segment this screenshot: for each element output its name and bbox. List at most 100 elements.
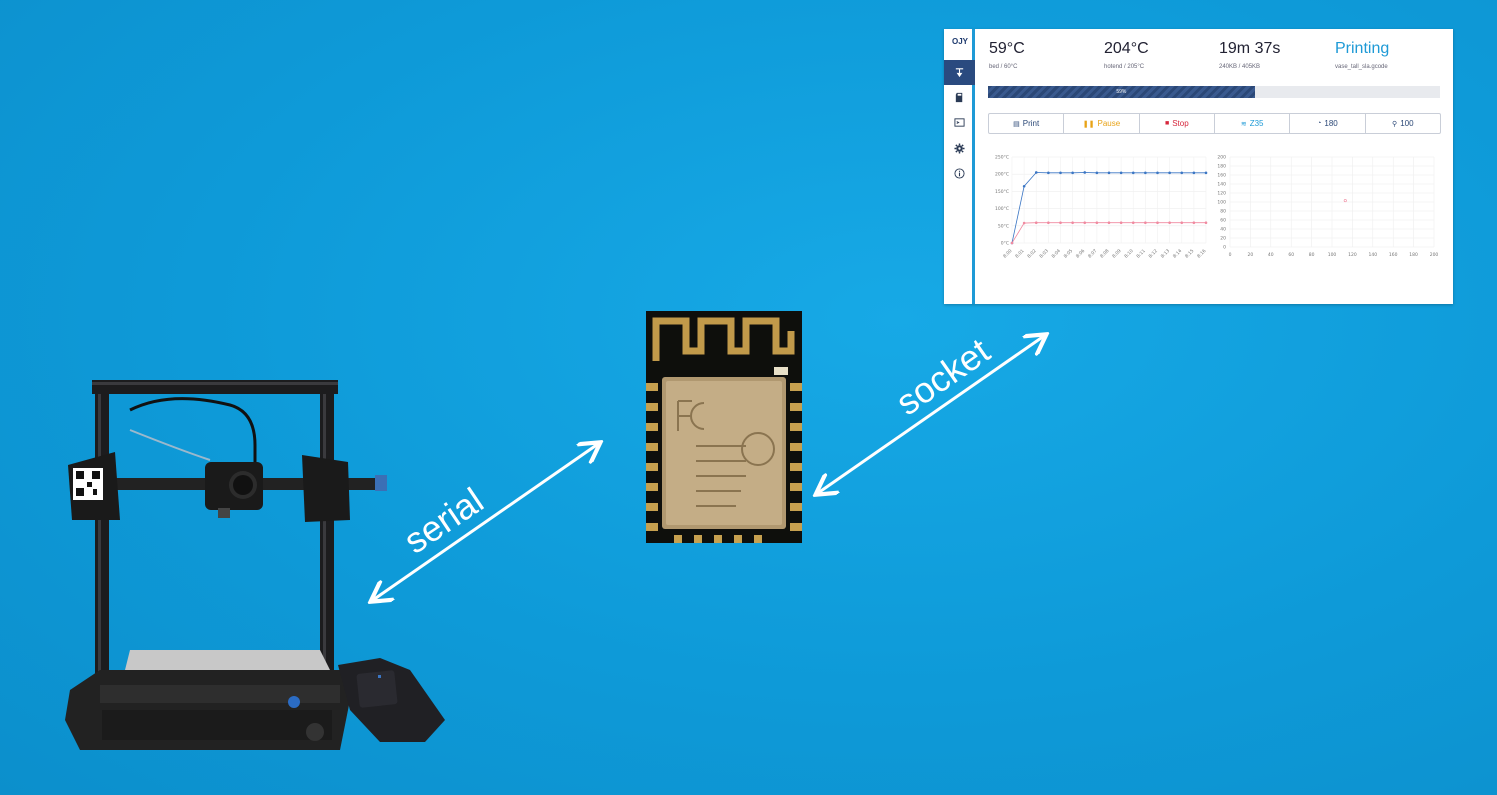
data-point xyxy=(1059,171,1062,175)
button-label: 100 xyxy=(1400,119,1414,128)
data-point xyxy=(1034,221,1038,225)
gear-icon xyxy=(954,143,965,154)
x-tick-label: 0 xyxy=(1229,252,1232,258)
esp8266-wifi-module-image xyxy=(646,311,802,543)
x-tick-label: 40 xyxy=(1268,252,1274,258)
y-tick-label: 80 xyxy=(1220,209,1226,215)
pause-icon: ❚❚ xyxy=(1082,120,1095,128)
fan-icon: ⚲ xyxy=(1392,120,1398,128)
progress-fill xyxy=(988,86,1255,98)
x-tick-label: 8:13 xyxy=(1160,248,1171,259)
sidebar-item-info[interactable] xyxy=(944,161,975,186)
data-point xyxy=(1022,184,1026,188)
x-tick-label: 8:14 xyxy=(1172,248,1183,259)
180-button[interactable]: ◔180 xyxy=(1290,114,1366,133)
data-point xyxy=(1144,221,1147,225)
stat-status: Printing vase_tall_sla.gcode xyxy=(1335,40,1389,70)
print-button[interactable]: ▤Print xyxy=(989,114,1065,133)
y-tick-label: 200 xyxy=(1217,155,1226,161)
y-tick-label: 180 xyxy=(1217,164,1226,170)
data-point xyxy=(1192,221,1196,225)
sidebar-item-printer[interactable] xyxy=(944,60,975,85)
data-point xyxy=(1343,199,1347,203)
data-point xyxy=(1192,171,1196,175)
x-tick-label: 8:16 xyxy=(1196,248,1207,259)
y-tick-label: 0°C xyxy=(1001,241,1009,247)
stop-icon: ■ xyxy=(1164,120,1170,127)
data-point xyxy=(1095,171,1099,175)
y-tick-label: 40 xyxy=(1220,227,1226,233)
socket-arrow xyxy=(818,336,1044,493)
data-point xyxy=(1119,221,1123,225)
x-tick-label: 8:07 xyxy=(1087,248,1098,259)
button-label: Stop xyxy=(1172,119,1189,128)
data-point xyxy=(1022,221,1026,225)
x-tick-label: 8:11 xyxy=(1135,248,1146,259)
data-point xyxy=(1047,171,1050,175)
x-tick-label: 160 xyxy=(1389,252,1398,258)
x-tick-label: 8:02 xyxy=(1026,248,1037,259)
control-button-bar: ▤Print❚❚Pause■Stop≋Z35◔180⚲100 xyxy=(988,113,1441,134)
data-point xyxy=(1095,221,1099,225)
data-point xyxy=(1180,171,1184,175)
data-point xyxy=(1168,171,1171,175)
printer-dashboard-screenshot: OJY 59°C bed / 60°C 204°C hotend / 205°C… xyxy=(944,29,1453,304)
button-label: Pause xyxy=(1097,119,1121,128)
x-tick-label: 20 xyxy=(1248,252,1254,258)
data-point xyxy=(1059,221,1062,225)
data-point xyxy=(1119,171,1123,175)
hotend-temp-value: 204°C xyxy=(1104,40,1149,57)
button-label: Z35 xyxy=(1249,119,1264,128)
pause-button[interactable]: ❚❚Pause xyxy=(1064,114,1140,133)
x-tick-label: 8:03 xyxy=(1038,248,1049,259)
stat-bed: 59°C bed / 60°C xyxy=(989,40,1025,70)
data-point xyxy=(1131,171,1135,175)
z35-button[interactable]: ≋Z35 xyxy=(1215,114,1291,133)
data-point xyxy=(1168,221,1171,225)
stat-time: 19m 37s 240KB / 405KB xyxy=(1219,40,1280,70)
data-point xyxy=(1010,241,1014,245)
y-tick-label: 160 xyxy=(1217,173,1226,179)
y-tick-label: 50°C xyxy=(998,223,1009,229)
x-tick-label: 8:05 xyxy=(1063,248,1074,259)
data-point xyxy=(1204,171,1208,175)
sidebar-item-terminal[interactable] xyxy=(944,110,975,135)
100-button[interactable]: ⚲100 xyxy=(1366,114,1440,133)
hotend-temp-sub: hotend / 205°C xyxy=(1104,64,1145,70)
x-tick-label: 180 xyxy=(1409,252,1418,258)
stop-button[interactable]: ■Stop xyxy=(1140,114,1215,133)
data-point xyxy=(1144,171,1147,175)
speed-icon: ◔ xyxy=(1317,120,1322,127)
button-label: Print xyxy=(1022,119,1040,128)
info-icon xyxy=(954,168,965,179)
file-progress-sub: 240KB / 405KB xyxy=(1219,64,1261,70)
data-point xyxy=(1071,171,1074,175)
y-tick-label: 60 xyxy=(1220,218,1226,224)
printer-icon xyxy=(955,68,964,78)
data-point xyxy=(1071,221,1074,225)
layers-icon: ≋ xyxy=(1240,120,1247,128)
y-tick-label: 250°C xyxy=(995,155,1009,161)
x-tick-label: 140 xyxy=(1369,252,1378,258)
x-tick-label: 120 xyxy=(1348,252,1357,258)
x-tick-label: 80 xyxy=(1309,252,1315,258)
x-tick-label: 200 xyxy=(1430,252,1439,258)
print-status-value: Printing xyxy=(1335,40,1390,57)
x-tick-label: 8:06 xyxy=(1075,248,1086,259)
y-tick-label: 120 xyxy=(1217,191,1226,197)
sidebar-item-sd[interactable] xyxy=(944,85,975,110)
y-tick-label: 0 xyxy=(1223,245,1226,251)
data-point xyxy=(1131,221,1135,225)
x-tick-label: 8:15 xyxy=(1184,248,1195,259)
file-name-sub: vase_tall_sla.gcode xyxy=(1335,64,1388,70)
y-tick-label: 200°C xyxy=(995,172,1009,178)
x-tick-label: 8:04 xyxy=(1051,248,1062,259)
sidebar-item-settings[interactable] xyxy=(944,136,975,161)
3d-printer-image xyxy=(65,380,445,750)
sidebar: OJY xyxy=(944,29,975,304)
data-point xyxy=(1156,171,1159,175)
y-tick-label: 20 xyxy=(1220,236,1226,242)
y-tick-label: 140 xyxy=(1217,182,1226,188)
